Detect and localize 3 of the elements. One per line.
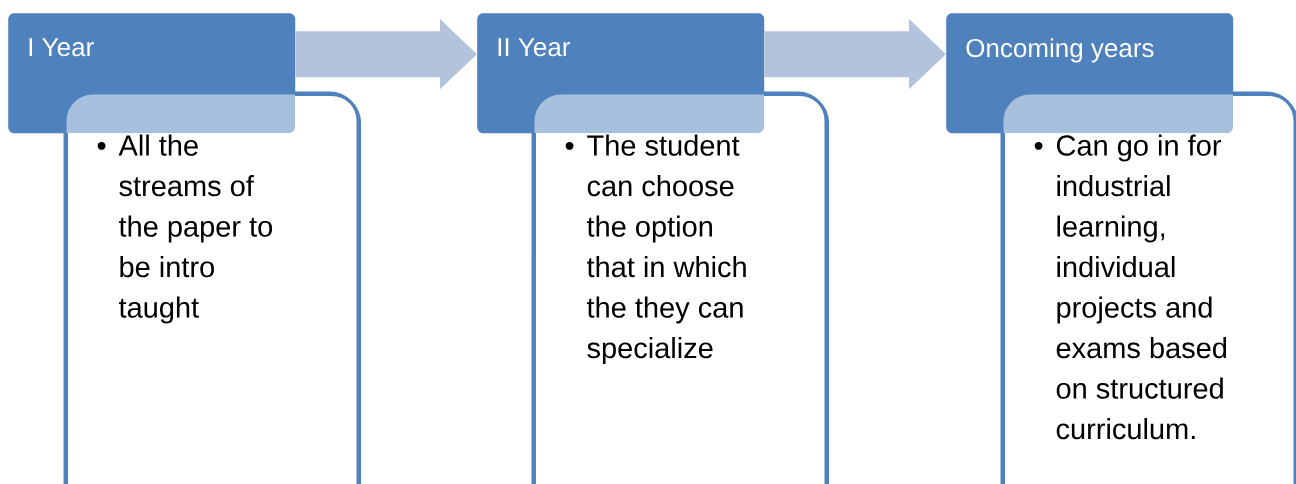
content-card: • All the streams of the paper to be intro taught: [63, 91, 361, 484]
content-card: • Can go in for industrial learning, individual projects and exams based on structured curriculum.: [1000, 91, 1296, 484]
content-card: • The student can choose the option that in which the they can specialize: [531, 91, 829, 484]
